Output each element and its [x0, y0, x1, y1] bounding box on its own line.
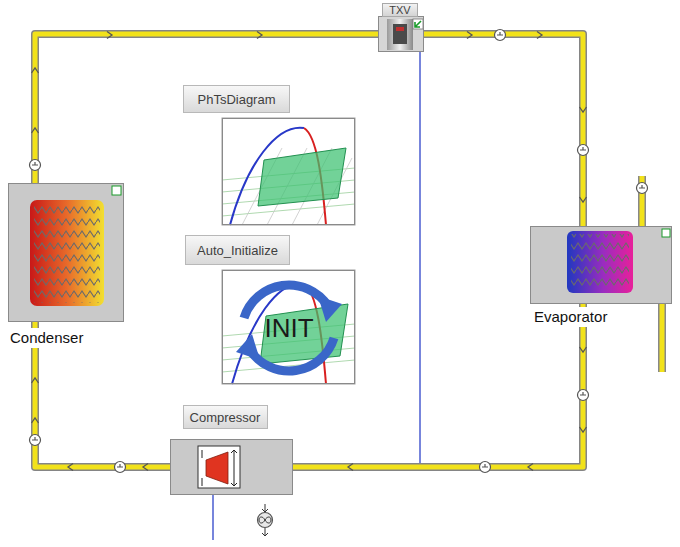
diagram-widget: PhTsDiagram [182, 84, 357, 226]
sensor-line [419, 52, 421, 463]
icon-caption: INIT [264, 313, 313, 344]
pipe-fill [424, 34, 583, 226]
expansion-valve: TXV [376, 2, 426, 54]
component-header: Auto_Initialize [185, 235, 290, 265]
init-icon [222, 270, 355, 384]
init-widget: Auto_Initialize [182, 234, 357, 386]
condenser-icon [8, 183, 124, 322]
component-header: TXV [382, 3, 418, 17]
valve-icon [378, 16, 424, 52]
speed-source [258, 504, 273, 536]
component-box [530, 226, 672, 304]
component-header: PhTsDiagram [183, 85, 290, 113]
component-box [222, 118, 355, 225]
condenser: Condenser [6, 182, 126, 352]
component-box [170, 439, 293, 495]
evaporator: Evaporator [528, 226, 674, 330]
compressor-icon [170, 439, 293, 495]
component-label: Condenser [8, 328, 88, 348]
component-box [8, 183, 124, 322]
shaft-line [212, 495, 214, 540]
ph-diagram-icon [222, 118, 355, 225]
compressor: Compressor [168, 403, 296, 497]
component-box [378, 16, 424, 52]
pipe-outline [424, 34, 583, 226]
evaporator-icon [530, 226, 672, 304]
component-header: Compressor [183, 405, 268, 429]
component-label: Evaporator [532, 307, 612, 327]
refrigerant-pipe [424, 34, 583, 226]
